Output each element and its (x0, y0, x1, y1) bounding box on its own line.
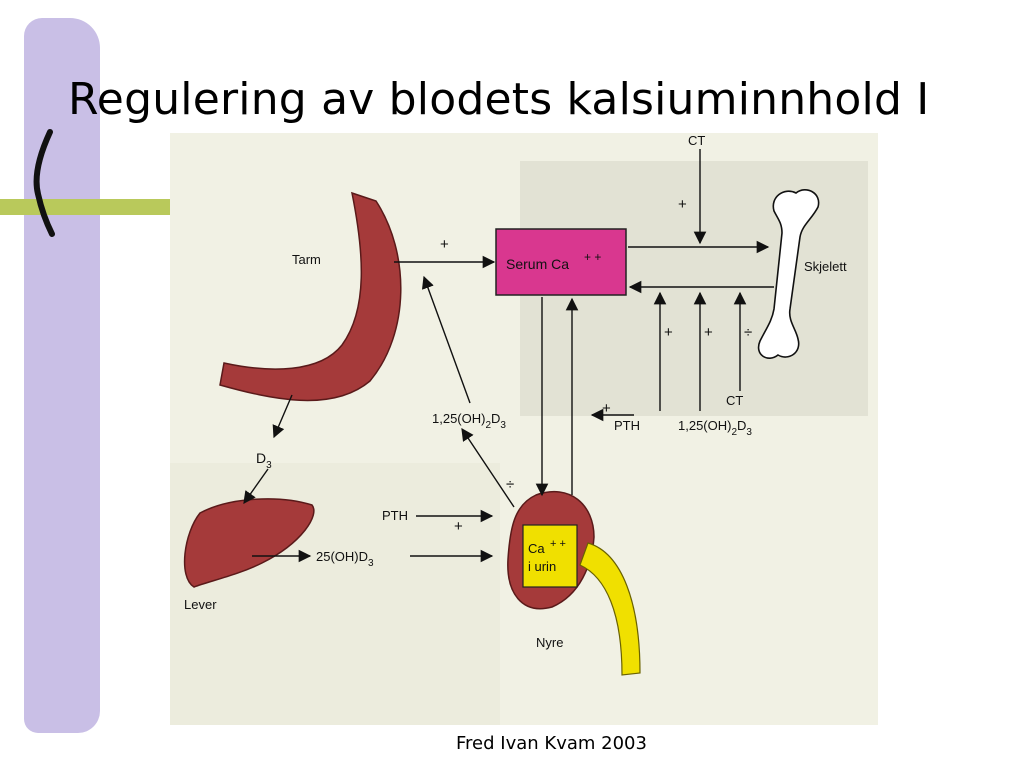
serum-ca-box (495, 228, 627, 296)
pth-right-label: PTH (614, 418, 640, 433)
ca-urin-box (522, 524, 578, 588)
liver-shape (183, 498, 315, 588)
arrow-oh-tarm (421, 275, 471, 404)
tarm-label: Tarm (292, 252, 321, 267)
ca-urin-label-2: i urin (528, 559, 556, 574)
decorative-side-bar (24, 18, 100, 733)
oh25-label: 25(OH)D3 (316, 549, 374, 569)
nyre-label: Nyre (536, 635, 563, 650)
bracket-decoration (33, 129, 55, 237)
arrow-kidney-oh (461, 427, 515, 508)
arrow-intestine-d3 (272, 394, 293, 439)
slide-title: Regulering av blodets kalsiuminnhold I (68, 74, 930, 125)
sign-plus-pth-left: + (454, 518, 463, 535)
sign-plus-pth: + (664, 324, 673, 341)
intestine-shape (219, 191, 402, 402)
serum-ca-charge: + + (584, 250, 601, 264)
ureter-shape (579, 542, 641, 676)
sign-minus-ct: ÷ (744, 324, 752, 341)
lever-label: Lever (184, 597, 217, 612)
pth-left-label: PTH (382, 508, 408, 523)
calcium-regulation-diagram: Serum Ca + + Ca + + i urin Skjelett (170, 133, 878, 725)
ct-bottom-label: CT (726, 393, 743, 408)
d3-label: D3 (256, 450, 272, 471)
sign-plus-tarm: + (440, 236, 449, 253)
bone-icon (757, 189, 820, 359)
background-text-area (170, 463, 500, 725)
arrow-d3-liver (243, 468, 269, 505)
oh-right-label: 1,25(OH)2D3 (678, 418, 752, 438)
ca-urin-label: Ca (528, 541, 545, 556)
decorative-green-bar (0, 199, 170, 215)
oh-left-label: 1,25(OH)2D3 (432, 411, 506, 431)
sign-plus-pth-right: + (602, 400, 611, 417)
ca-urin-charge: + + (550, 538, 566, 550)
ct-top-label: CT (688, 133, 705, 148)
serum-ca-label: Serum Ca (506, 256, 569, 272)
sign-minus-kidney: ÷ (506, 476, 514, 493)
sign-plus-ct-top: + (678, 196, 687, 213)
sign-plus-oh: + (704, 324, 713, 341)
slide-footer: Fred Ivan Kvam 2003 (456, 733, 647, 754)
skjelett-label: Skjelett (804, 259, 847, 274)
